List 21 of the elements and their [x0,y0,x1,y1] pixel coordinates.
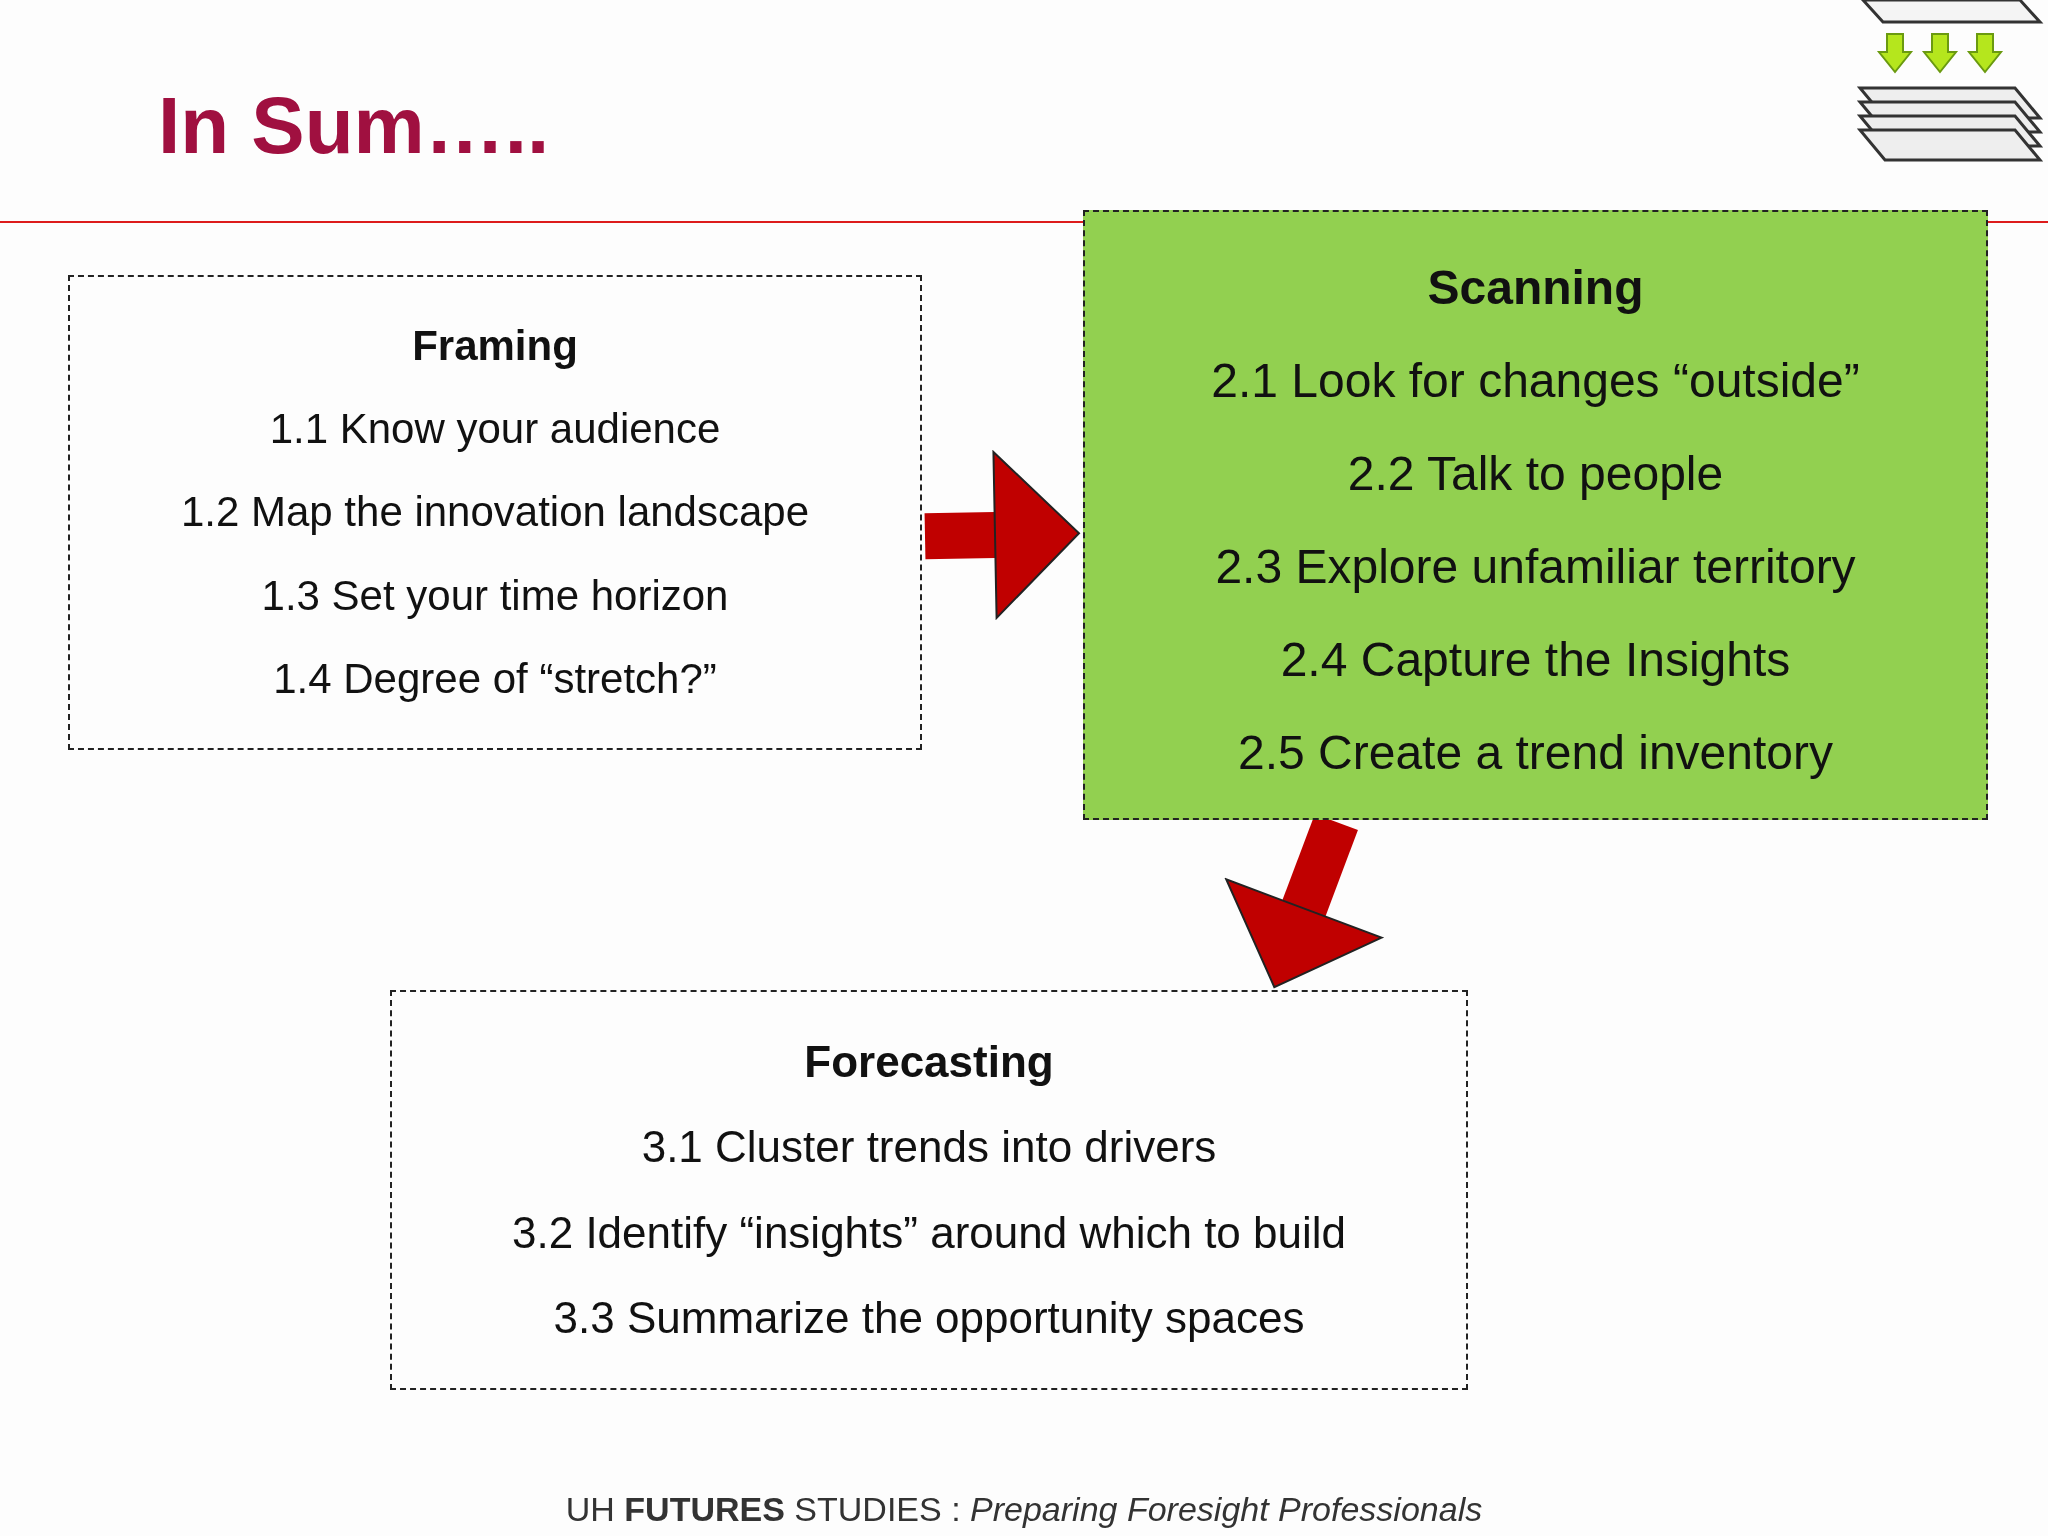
step-heading: Scanning [1427,260,1644,315]
step-item: 3.3 Summarize the opportunity spaces [553,1292,1305,1343]
step-item: 2.3 Explore unfamiliar territory [1215,539,1856,594]
step-heading: Forecasting [804,1037,1054,1088]
step-item: 1.2 Map the innovation landscape [180,488,810,537]
step-item: 2.4 Capture the Insights [1280,632,1791,687]
step-item: 1.1 Know your audience [269,405,721,454]
step-item: 3.1 Cluster trends into drivers [641,1122,1217,1173]
footer-text: UH FUTURES STUDIES : Preparing Foresight Professionals [564,1490,1484,1529]
step-item: 2.2 Talk to people [1347,446,1724,501]
step-item: 1.3 Set your time horizon [261,571,729,620]
highlighted-step-box [1083,210,1988,820]
step-heading: Framing [412,322,578,371]
step-item: 3.2 Identify “insights” around which to build [512,1207,1346,1258]
step-box [390,990,1468,1390]
step-item: 2.1 Look for changes “outside” [1211,353,1860,408]
block-arrow [924,450,1080,619]
slide-title: In Sum….. [158,80,550,172]
step-item: 2.5 Create a trend inventory [1238,725,1833,780]
step-box [68,275,922,750]
step-item: 1.4 Degree of “stretch?” [273,654,717,703]
